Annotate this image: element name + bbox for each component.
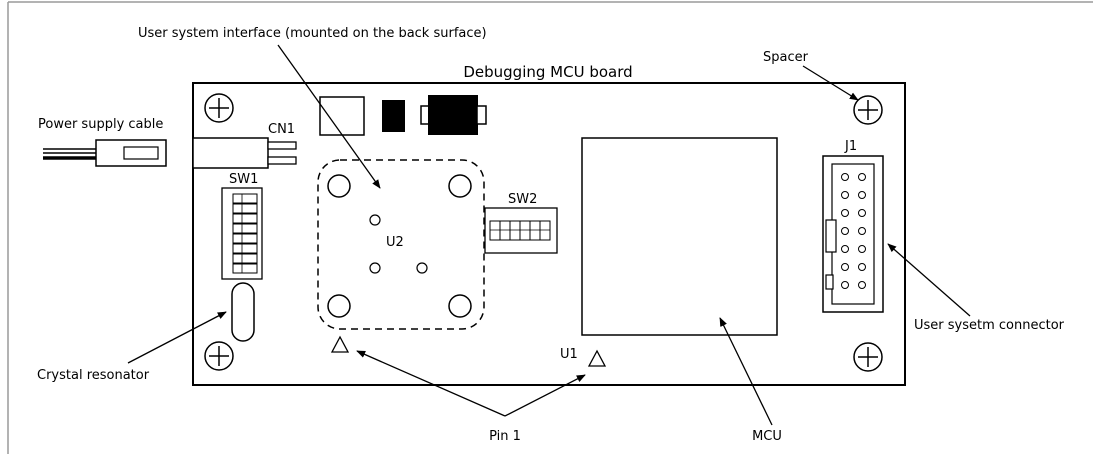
pin1-arrow-left: [356, 350, 506, 417]
cn1-connector: [192, 137, 297, 169]
crystal-resonator-label: Crystal resonator: [37, 368, 150, 383]
spacer-top-right: [853, 95, 883, 125]
spacer-arrow: [802, 65, 859, 101]
u1-pin1-marker: [587, 349, 607, 367]
cn1-label: CN1: [268, 122, 295, 137]
crystal-resonator-arrow: [127, 311, 227, 364]
component-rect-outline: [319, 96, 365, 136]
user-system-interface-label: User system interface (mounted on the ba…: [138, 26, 487, 41]
pin1-label: Pin 1: [489, 429, 521, 444]
mcu-label: MCU: [752, 429, 782, 444]
spacer-bottom-right: [853, 342, 883, 372]
board-title: Debugging MCU board: [463, 63, 632, 81]
user-system-connector-arrow: [887, 243, 971, 317]
power-supply-cable-label: Power supply cable: [38, 117, 163, 132]
u2-pin1-marker: [330, 335, 350, 353]
spacer-top-left: [204, 93, 234, 123]
component-diode: [420, 95, 487, 135]
board-outline: [192, 82, 906, 386]
sw2-dip-switch: [484, 207, 558, 254]
spacer-bottom-left: [204, 341, 234, 371]
j1-label: J1: [844, 139, 857, 154]
u2-holes: [327, 174, 472, 318]
sw1-label: SW1: [229, 172, 258, 187]
user-system-interface-outline: [317, 159, 485, 330]
user-system-connector-label: User sysetm connector: [914, 318, 1065, 333]
mcu-arrow: [719, 317, 773, 426]
component-black-square: [382, 100, 405, 132]
mcu-chip: [581, 137, 778, 336]
spacer-label: Spacer: [763, 50, 809, 65]
sw2-label: SW2: [508, 192, 537, 207]
j1-connector: [822, 155, 884, 313]
user-system-interface-arrow: [277, 44, 381, 189]
crystal-resonator: [231, 282, 255, 342]
u2-label: U2: [386, 235, 404, 250]
pin1-arrow-right: [504, 374, 586, 417]
sw1-dip-switch: [221, 187, 263, 280]
power-supply-cable: [43, 139, 167, 167]
u1-label: U1: [560, 347, 578, 362]
